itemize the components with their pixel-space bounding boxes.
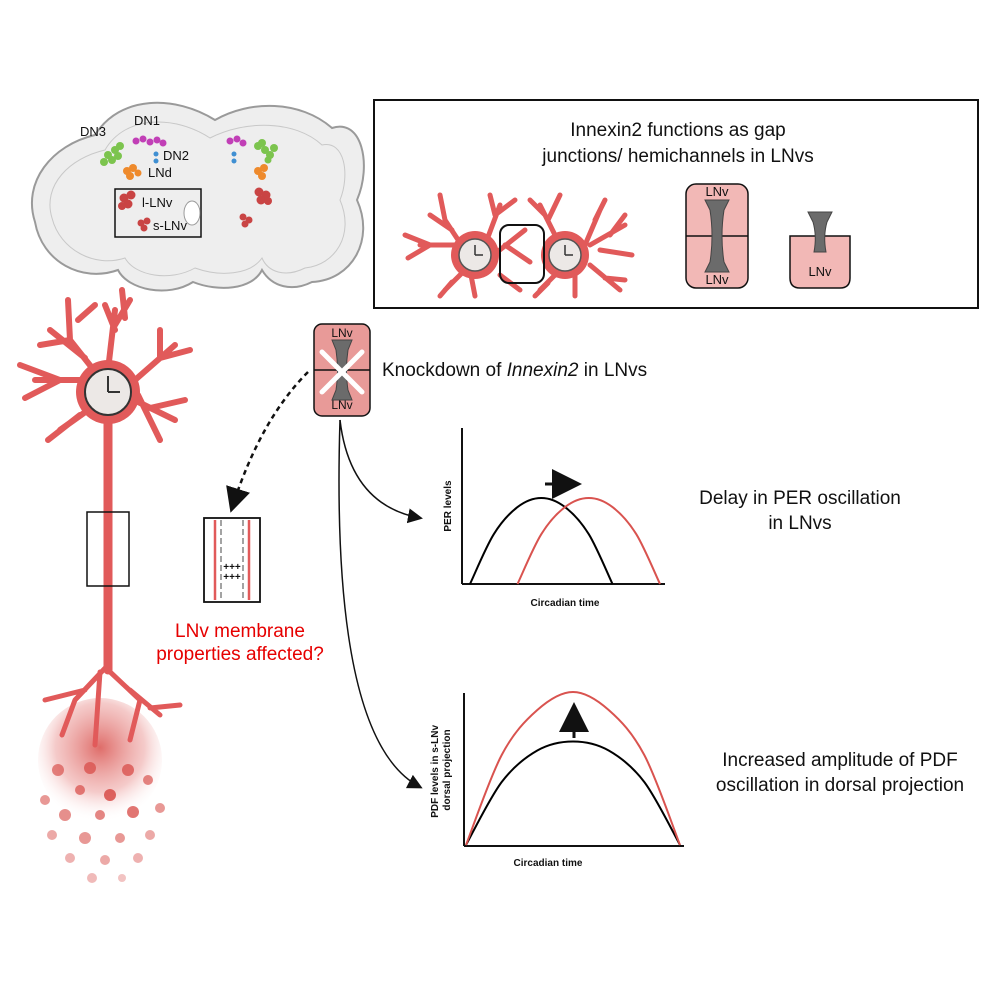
dn2-cluster (153, 151, 237, 164)
per-result-line1: Delay in PER oscillation (699, 488, 901, 509)
lnv-neuron (17, 287, 193, 883)
innexin-box: Innexin2 functions as gap junctions/ hem… (373, 99, 979, 309)
hemichannel-icon (807, 211, 833, 253)
membrane-question-line1: LNv membrane (175, 621, 305, 642)
pdf-y-label-line2: dorsal projection (442, 729, 453, 810)
brain-inner-outline (49, 121, 346, 277)
s-lnv-cluster (137, 213, 253, 232)
pdf-y-label: PDF levels in s-LNv dorsal projection (430, 722, 453, 818)
membrane-question-line2: properties affected? (156, 644, 324, 665)
coupled-neurons (402, 192, 635, 299)
membrane-charges-lower: +++ (223, 572, 241, 583)
knockdown-caption: Knockdown of Innexin2 in LNvs (382, 360, 647, 381)
hemichannel-cell (789, 235, 851, 289)
label-dn2: DN2 (163, 148, 189, 163)
axon-membrane-box (86, 511, 130, 587)
fly-brain-diagram: DN3 DN1 DN2 LNd l-LNv s-LNv (30, 101, 365, 292)
lnd-cluster (123, 164, 268, 180)
pdf-y-label-line1: PDF levels in s-LNv (430, 725, 441, 818)
gap-junction-channel-icon (704, 199, 730, 273)
per-x-label: Circadian time (531, 598, 600, 609)
innexin-title-line2: junctions/ hemichannels in LNvs (541, 146, 813, 167)
gap-top-label: LNv (705, 184, 729, 199)
pdf-result-line2: oscillation in dorsal projection (715, 775, 965, 796)
label-s-lnv: s-LNv (153, 218, 187, 233)
l-lnv-cluster (118, 187, 272, 210)
pdf-result-text: Increased amplitude of PDF oscillation i… (690, 748, 990, 798)
pdf-x-label: Circadian time (514, 858, 583, 869)
label-dn3: DN3 (80, 124, 106, 139)
per-series-knockdown (516, 496, 661, 585)
gap-junction-highlight (499, 224, 545, 284)
per-y-label: PER levels (443, 480, 454, 532)
lnv-highlight-box (114, 188, 202, 238)
dense-core-vesicle-cloud (38, 698, 162, 822)
knockdown-top-label: LNv (331, 326, 352, 340)
pdf-chart: Circadian time PDF levels in s-LNv dorsa… (430, 690, 684, 869)
label-dn1: DN1 (134, 113, 160, 128)
per-series-control (469, 496, 614, 585)
innexin-title-line1: Innexin2 functions as gap (570, 120, 786, 141)
pdf-series-control (465, 740, 681, 846)
membrane-charges-upper: +++ (223, 562, 241, 573)
arrow-to-per-graph (339, 419, 423, 524)
knockdown-bottom-label: LNv (331, 398, 352, 412)
dn1-cluster (132, 135, 247, 147)
vesicles (40, 762, 165, 883)
pdf-result-line1: Increased amplitude of PDF (722, 750, 958, 771)
per-result-text: Delay in PER oscillation in LNvs (660, 486, 940, 536)
arrow-to-pdf-graph (338, 419, 423, 789)
gap-bottom-label: LNv (705, 272, 729, 287)
pdf-series-knockdown (465, 690, 681, 846)
per-chart: Circadian time PER levels (443, 428, 665, 609)
hemi-label: LNv (808, 264, 832, 279)
dn3-cluster (100, 139, 278, 166)
dashed-arrow-to-membrane (226, 371, 309, 513)
knockdown-cells: LNv LNv (313, 323, 371, 417)
label-l-lnv: l-LNv (142, 195, 173, 210)
label-lnd: LNd (148, 165, 172, 180)
membrane-question: LNv membrane properties affected? (140, 620, 340, 666)
knockdown-x-icon (319, 349, 365, 395)
membrane-inset: +++ +++ (203, 517, 261, 603)
per-result-line2: in LNvs (768, 513, 832, 534)
